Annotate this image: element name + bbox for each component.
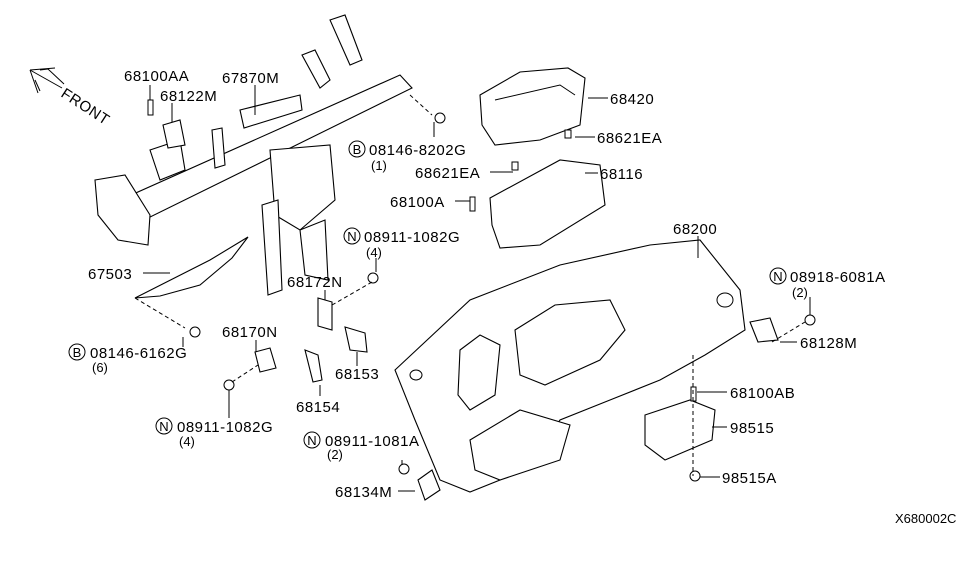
callout-text: 08911-1081A	[325, 433, 419, 450]
callout-67870M: 67870M	[222, 70, 279, 87]
callout-text: 08918-6081A	[790, 269, 886, 286]
callout-08911-1081A: N 08911-1081A (2)	[303, 431, 419, 462]
part-68153	[344, 326, 368, 353]
part-98515	[644, 399, 716, 461]
nut-prefix-n: N	[159, 419, 168, 434]
callout-68621EA: 68621EA	[415, 165, 480, 182]
part-68170N	[254, 347, 277, 373]
callout-68122M: 68122M	[160, 88, 217, 105]
front-label: FRONT	[58, 85, 113, 129]
part-67503	[134, 236, 249, 299]
part-68420	[479, 67, 586, 146]
diagram-code: X680002C	[895, 511, 956, 526]
callout-text: 08911-1082G	[364, 229, 460, 246]
callout-qty: (4)	[179, 434, 195, 449]
callout-68172N: 68172N	[287, 274, 343, 291]
callout-68200: 68200	[673, 221, 717, 238]
part-68122M	[162, 119, 186, 149]
nut-prefix-n: N	[347, 229, 356, 244]
part-68200	[394, 239, 746, 493]
steering-member-part	[94, 14, 413, 296]
callout-text: 08911-1082G	[177, 419, 273, 436]
part-68134M	[417, 469, 441, 501]
callout-68420: 68420	[610, 91, 654, 108]
callout-68621EA: 68621EA	[597, 130, 662, 147]
part-68172N	[317, 297, 333, 331]
callout-08911-1082G: N 08911-1082G (4)	[155, 417, 273, 449]
nut-prefix-n: N	[307, 433, 316, 448]
callout-67503: 67503	[88, 266, 132, 283]
bolt-prefix-b: B	[73, 345, 82, 360]
part-68154	[304, 349, 323, 383]
part-68128M	[749, 317, 779, 343]
callout-text: 08146-6162G	[90, 345, 187, 362]
bolt-prefix-b: B	[353, 142, 362, 157]
callout-68153: 68153	[335, 366, 379, 383]
fastener-icons	[147, 99, 816, 482]
callout-98515: 98515	[730, 420, 774, 437]
callout-68134M: 68134M	[335, 484, 392, 501]
callout-qty: (4)	[366, 245, 382, 260]
callout-qty: (2)	[792, 285, 808, 300]
callout-68100AB: 68100AB	[730, 385, 795, 402]
callout-68154: 68154	[296, 399, 340, 416]
nut-prefix-n: N	[773, 269, 782, 284]
callout-98515A: 98515A	[722, 470, 777, 487]
callout-68116: 68116	[600, 166, 643, 183]
callout-qty: (1)	[371, 158, 387, 173]
front-arrow-icon	[29, 67, 65, 94]
callout-08146-6162G: B 08146-6162G (6)	[68, 343, 187, 375]
callout-68128M: 68128M	[800, 335, 857, 352]
callout-qty: (6)	[92, 360, 108, 375]
callout-08146-8202G: B 08146-8202G (1)	[348, 140, 466, 173]
callout-08911-1082G: N 08911-1082G (4)	[343, 227, 460, 260]
callout-68170N: 68170N	[222, 324, 278, 341]
callout-text: 08146-8202G	[369, 142, 466, 159]
callout-68100AA: 68100AA	[124, 68, 189, 85]
leader-lines	[134, 85, 811, 492]
callout-08918-6081A: N 08918-6081A (2)	[769, 267, 886, 300]
callout-68100A: 68100A	[390, 194, 445, 211]
callout-qty: (2)	[327, 447, 343, 462]
part-68116	[489, 159, 606, 249]
